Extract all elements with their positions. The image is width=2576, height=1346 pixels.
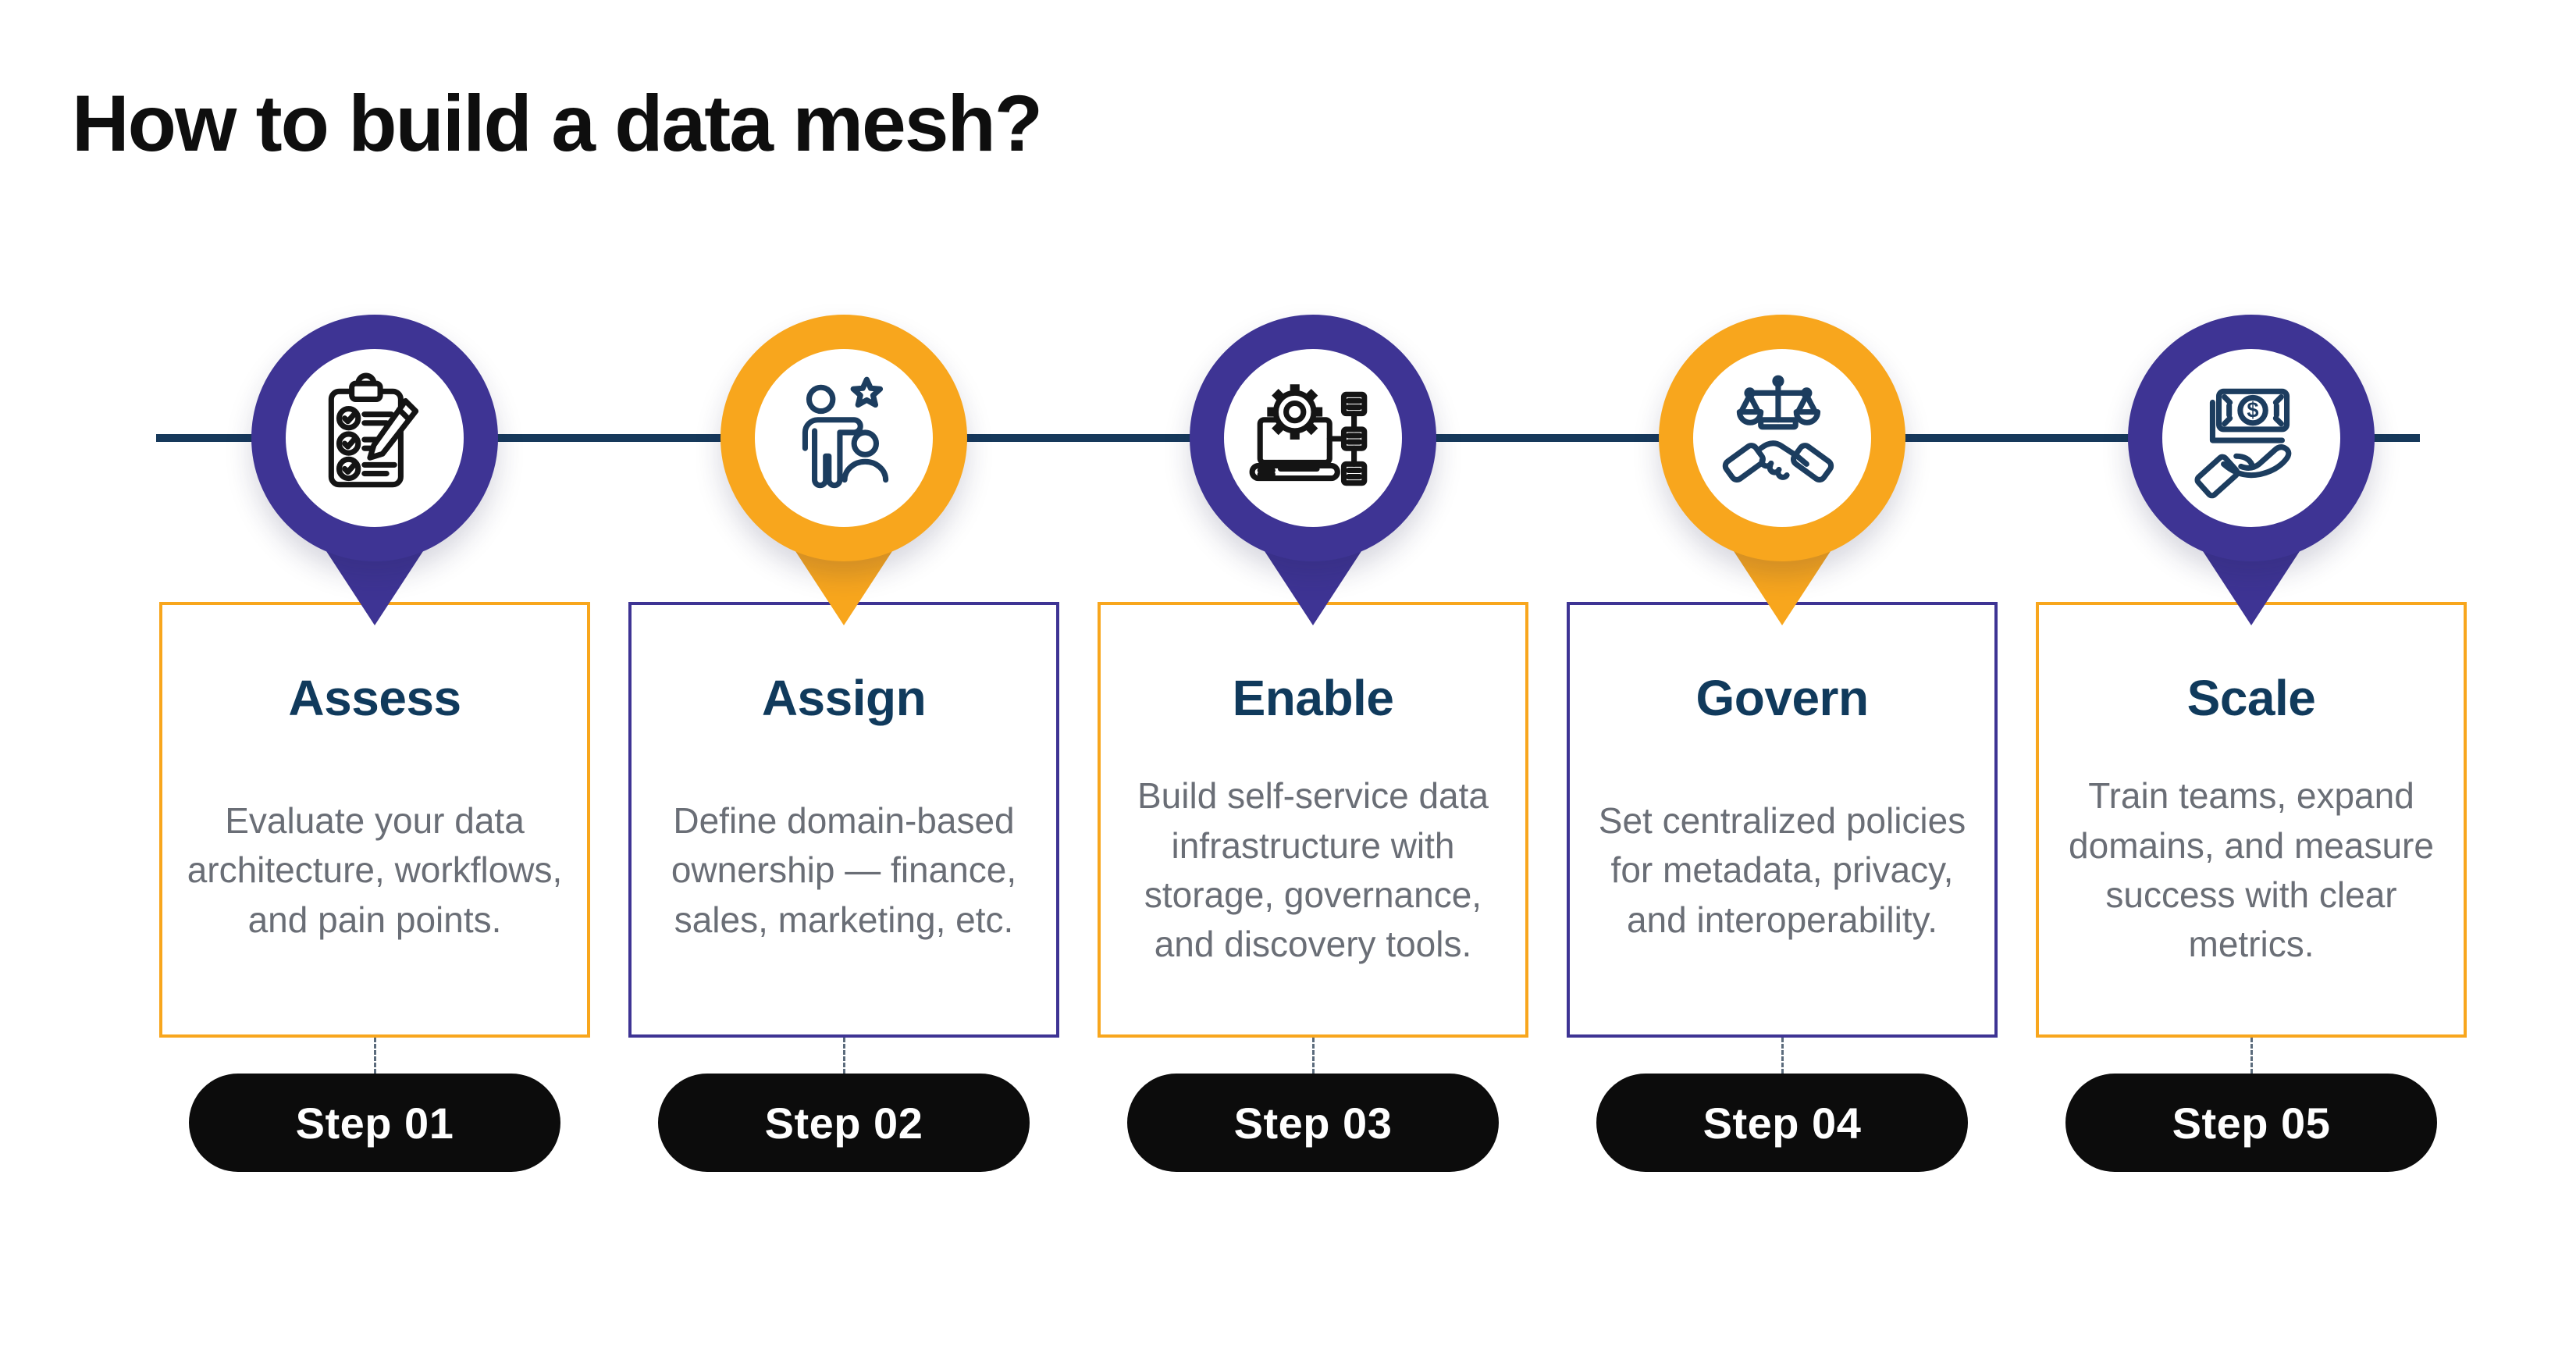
card-body: Train teams, expand domains, and measure… xyxy=(2039,727,2464,1034)
card-body: Evaluate your data architecture, workflo… xyxy=(162,727,587,1034)
pointer-triangle xyxy=(326,551,423,625)
pointer-triangle xyxy=(1734,551,1831,625)
pointer-triangle xyxy=(2203,551,2300,625)
step-circle xyxy=(720,315,967,561)
step-card: Scale Train teams, expand domains, and m… xyxy=(2036,602,2467,1038)
card-description: Define domain-based ownership — finance,… xyxy=(671,799,1017,940)
card-title: Assign xyxy=(761,670,927,726)
dashed-connector xyxy=(2250,1038,2253,1074)
step-column-assess: Assess Evaluate your data architecture, … xyxy=(159,0,590,1346)
card-title: Enable xyxy=(1232,670,1394,726)
card-description: Set centralized policies for metadata, p… xyxy=(1598,799,1966,940)
dashed-connector xyxy=(843,1038,845,1074)
dashed-connector xyxy=(1781,1038,1784,1074)
step-circle xyxy=(1190,315,1436,561)
svg-text:$: $ xyxy=(2247,398,2258,422)
card-title: Govern xyxy=(1695,670,1869,726)
scales-handshake-icon xyxy=(1722,375,1834,483)
step-card: Enable Build self-service data infrastru… xyxy=(1098,602,1528,1038)
step-pill: Step 03 xyxy=(1127,1074,1499,1172)
step-column-scale: $ Scale Train teams, expand domains, and… xyxy=(2036,0,2467,1346)
step-pill-label: Step 03 xyxy=(1233,1098,1393,1148)
step-column-govern: Govern Set centralized policies for meta… xyxy=(1567,0,1998,1346)
card-description: Evaluate your data architecture, workflo… xyxy=(187,799,563,940)
assign-owner-person-star-icon xyxy=(802,376,889,489)
step-pill: Step 04 xyxy=(1596,1074,1968,1172)
step-circle: $ xyxy=(2128,315,2375,561)
step-pill-label: Step 05 xyxy=(2172,1098,2331,1148)
step-circle xyxy=(1659,315,1905,561)
checklist-clipboard-icon xyxy=(328,372,419,488)
card-title: Assess xyxy=(288,670,461,726)
step-card: Assess Evaluate your data architecture, … xyxy=(159,602,590,1038)
dashed-connector xyxy=(1312,1038,1315,1074)
laptop-gear-network-icon xyxy=(1249,384,1368,486)
card-body: Build self-service data infrastructure w… xyxy=(1101,727,1525,1034)
card-body: Define domain-based ownership — finance,… xyxy=(632,727,1056,1034)
step-pill-label: Step 02 xyxy=(764,1098,923,1148)
step-pill: Step 01 xyxy=(189,1074,560,1172)
card-body: Set centralized policies for metadata, p… xyxy=(1570,727,1994,1034)
dashed-connector xyxy=(374,1038,376,1074)
step-column-assign: Assign Define domain-based ownership — f… xyxy=(628,0,1059,1346)
card-description: Train teams, expand domains, and measure… xyxy=(2069,775,2434,965)
step-column-enable: Enable Build self-service data infrastru… xyxy=(1098,0,1528,1346)
pointer-triangle xyxy=(795,551,892,625)
step-pill: Step 02 xyxy=(658,1074,1030,1172)
card-description: Build self-service data infrastructure w… xyxy=(1137,775,1489,965)
card-title: Scale xyxy=(2186,670,2316,726)
step-pill: Step 05 xyxy=(2065,1074,2437,1172)
step-card: Govern Set centralized policies for meta… xyxy=(1567,602,1998,1038)
step-pill-label: Step 04 xyxy=(1703,1098,1862,1148)
step-pill-label: Step 01 xyxy=(295,1098,454,1148)
pointer-triangle xyxy=(1265,551,1361,625)
hand-money-icon: $ xyxy=(2194,388,2292,499)
step-circle xyxy=(251,315,498,561)
step-card: Assign Define domain-based ownership — f… xyxy=(628,602,1059,1038)
page-title: How to build a data mesh? xyxy=(72,79,1043,168)
